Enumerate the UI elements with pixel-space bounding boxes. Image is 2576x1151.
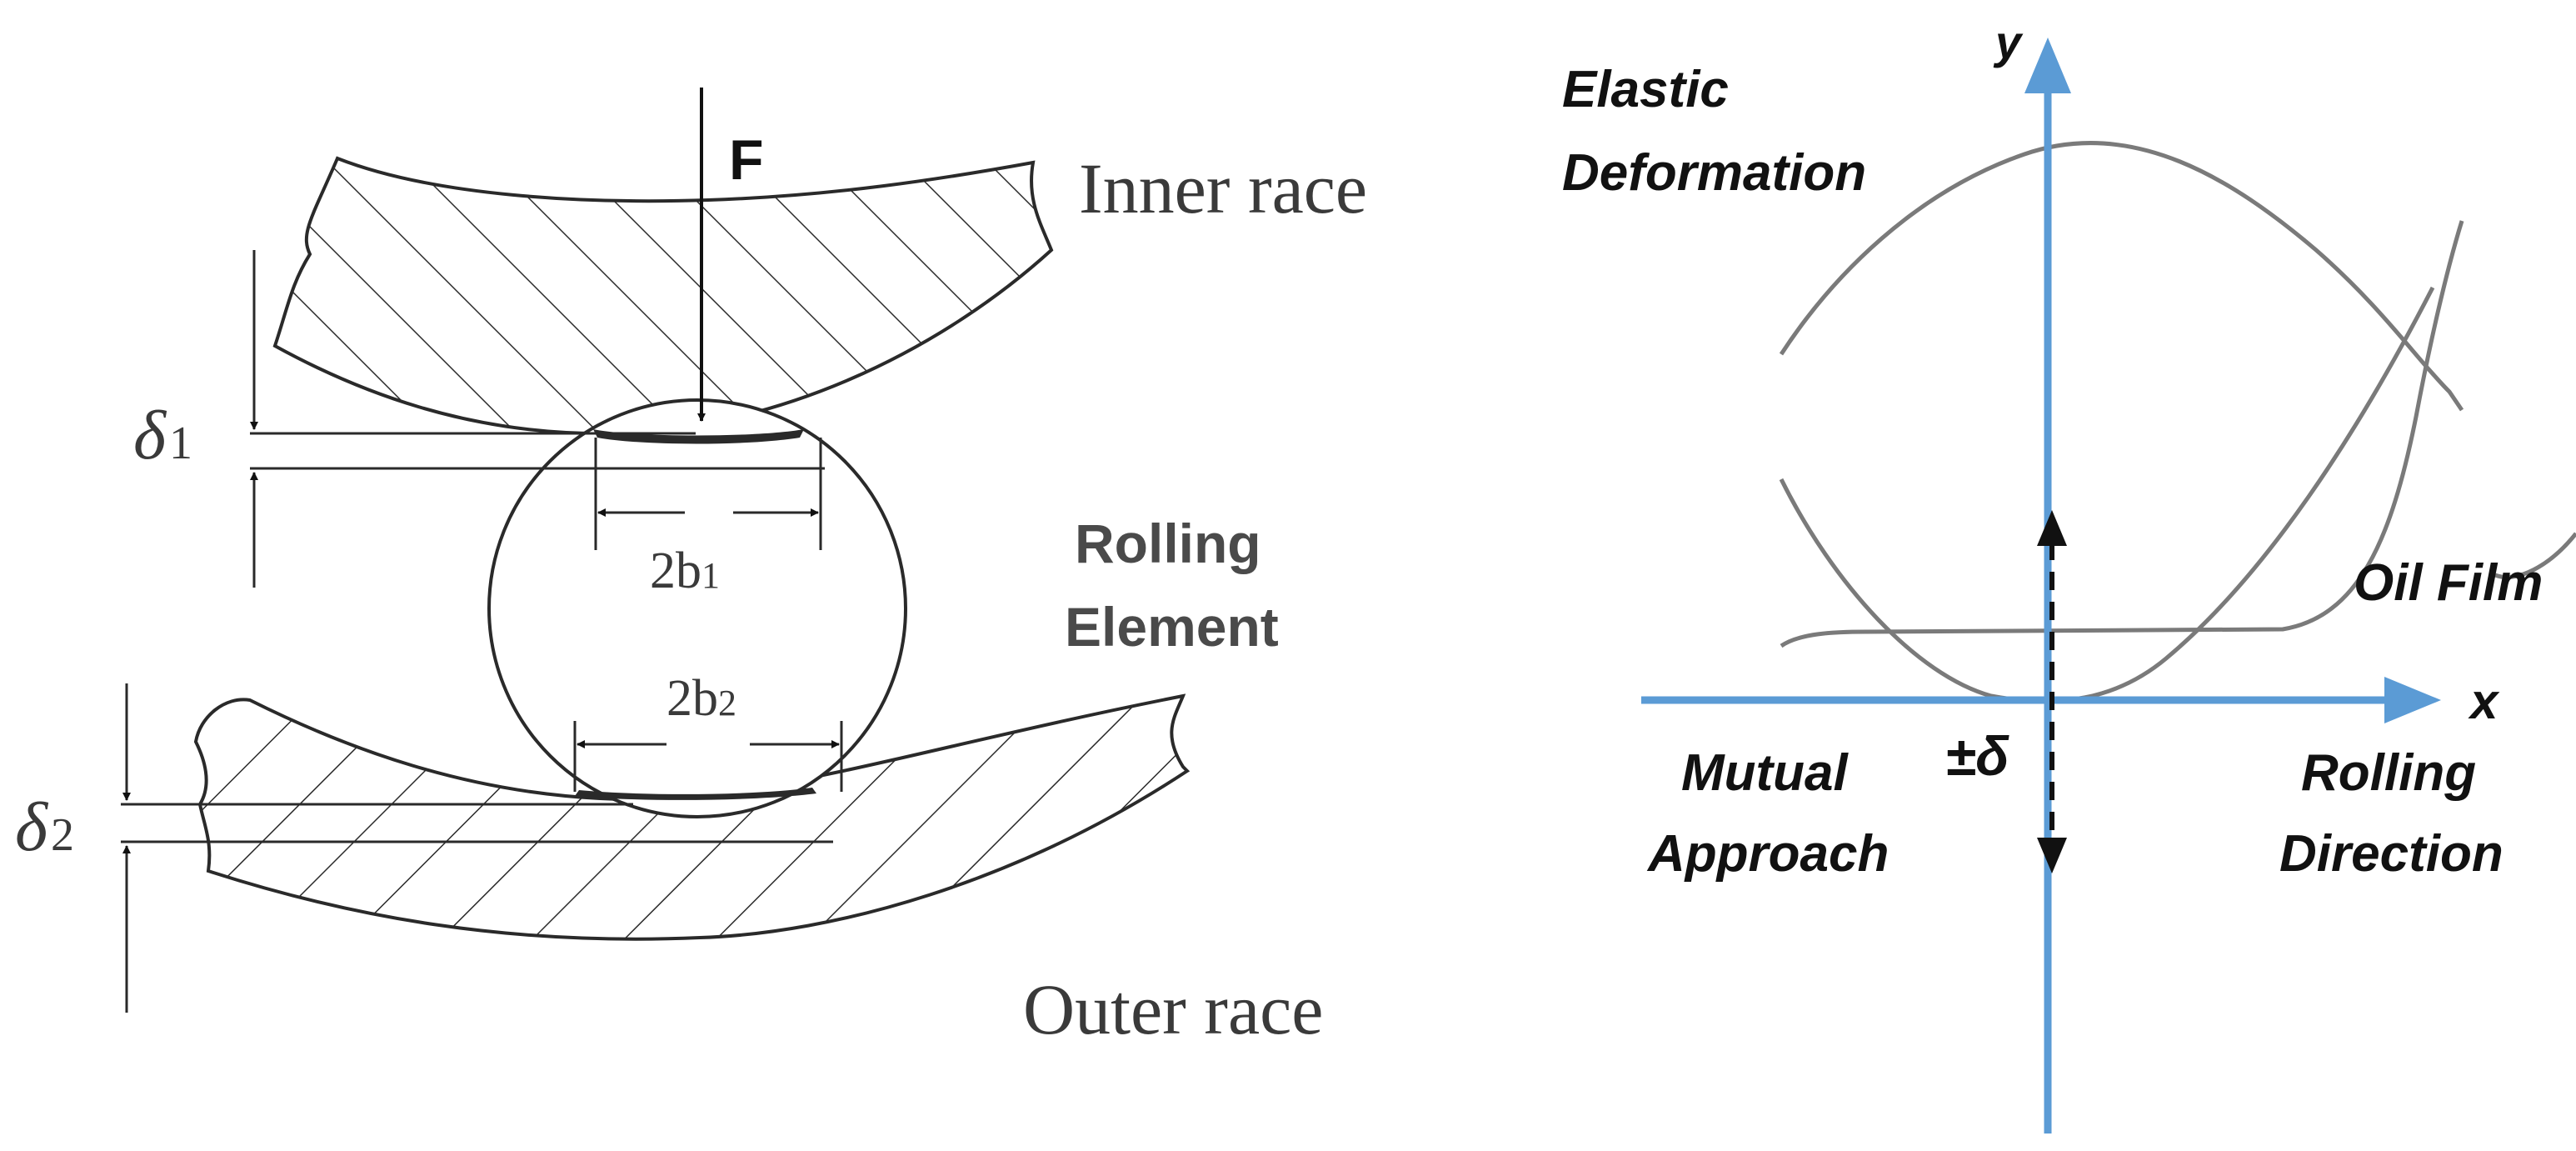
delta1-dimension <box>250 250 825 588</box>
mutual-approach-label-line1: Mutual <box>1681 744 1850 802</box>
rolling-element-circle <box>487 398 907 818</box>
delta2-dimension <box>121 683 833 1013</box>
contact-width-2b2-label: 2b2 <box>666 670 736 727</box>
delta2-label: δ2 <box>15 788 74 866</box>
delta1-label: δ1 <box>133 397 192 474</box>
elastic-deformation-label-line1: Elastic <box>1562 61 1729 118</box>
delta-label: ±δ <box>1945 725 2009 787</box>
y-axis-label: y <box>1993 16 2024 68</box>
inner-race-shape <box>272 156 1054 436</box>
upper-contact-patch <box>593 429 804 444</box>
lower-contact-patch <box>575 788 816 800</box>
inner-race-label: Inner race <box>1079 148 1367 228</box>
oil-film-curve <box>1780 220 2464 648</box>
contact-profile-curve <box>1779 286 2435 703</box>
contact-width-2b2 <box>573 721 843 792</box>
elastic-deformation-curve <box>1779 141 2464 412</box>
y-axis-arrowhead <box>2024 38 2071 93</box>
rolling-direction-label-line2: Direction <box>2279 825 2504 883</box>
mutual-approach-label-line2: Approach <box>1646 825 1889 883</box>
elastic-deformation-label-line2: Deformation <box>1562 144 1866 202</box>
outer-race-label: Outer race <box>1023 969 1323 1049</box>
force-label: F <box>729 128 764 192</box>
rolling-direction-label-line1: Rolling <box>2301 744 2476 802</box>
contact-width-2b1 <box>594 438 822 550</box>
left-panel: F Inner race Outer race Rolling Element … <box>15 88 1367 1049</box>
x-axis-arrowhead <box>2384 677 2441 723</box>
rolling-element-label-line1: Rolling <box>1075 513 1261 574</box>
mutual-approach-arrow-bottom <box>2037 838 2067 873</box>
x-axis-label: x <box>2468 673 2500 729</box>
oil-film-label: Oil Film <box>2354 554 2543 612</box>
contact-width-2b1-label: 2b1 <box>650 543 720 599</box>
rolling-element-label-line2: Element <box>1065 596 1279 658</box>
mutual-approach-arrow-top <box>2037 510 2067 546</box>
right-panel: y x Elastic Deformation Oil Film Mutual … <box>1562 16 2576 1133</box>
right-curve-segment <box>2494 532 2576 580</box>
